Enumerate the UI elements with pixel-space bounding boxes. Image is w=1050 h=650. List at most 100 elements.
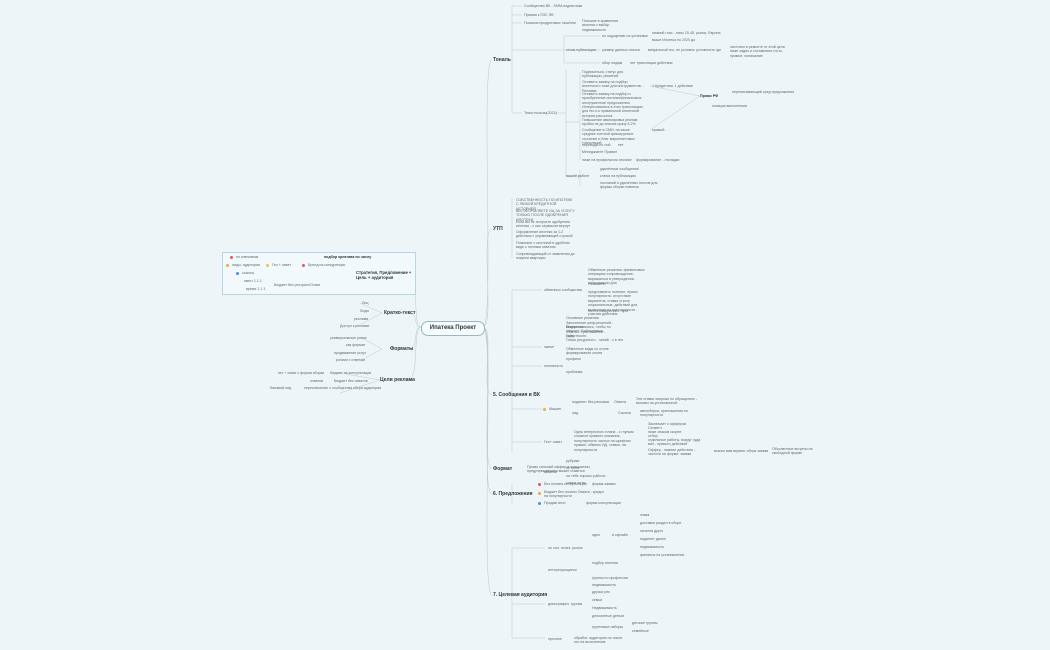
tone-item: нижний глас - типы 20-45, рынок, Европа	[652, 31, 721, 35]
msg-item: Гео+ охват	[544, 440, 562, 444]
aud-item: семейные	[632, 629, 649, 633]
utp-item: СОБСТВЕННОСТЬ ПО ИПОТЕКЕ С ЛЮБОЙ КРЕДИТН…	[516, 198, 573, 211]
tone-item: посланий и удаленных постов для формы сб…	[600, 181, 658, 190]
branch-messages[interactable]: 5. Сообщения в ВК	[493, 392, 540, 398]
aud-item: Недвижимость	[592, 606, 617, 610]
tone-item: Прямая к ПЗС ФК	[524, 13, 554, 17]
branch-format[interactable]: Формат	[493, 466, 513, 472]
tone-item: нет	[618, 143, 624, 147]
branch-utp[interactable]: УТП	[493, 226, 503, 232]
msg-item: обменных сообщества	[544, 288, 582, 292]
aud-item: друзья рек	[592, 590, 610, 594]
aud-item: недвижимость	[640, 545, 665, 549]
offer-item: форма заявки	[592, 482, 616, 486]
utp-item: Если вы не получите одобрения ипотеки - …	[516, 220, 571, 229]
tone-item: нет трансляции действия	[630, 61, 673, 65]
branch-cdp[interactable]: Цели реклама	[380, 377, 415, 383]
tone-item: выше Ипотека по 2020 до	[652, 38, 696, 42]
tone-item: визуальный гео, не условно	[648, 48, 695, 52]
cdp-item: гео + охват с форма сборки	[278, 371, 325, 375]
aud-item: демографич. группы	[548, 602, 583, 606]
root-node[interactable]: Ипатека Проект	[421, 321, 485, 336]
tone-item: ключи на публикации	[600, 174, 636, 178]
legend-title: подбор креатива по числу	[324, 255, 372, 259]
legend-item: лиды, аудитория	[232, 263, 261, 267]
msg-item: Машин	[549, 407, 561, 411]
msg-item: Сбыты - Приглашение - окрестности	[566, 330, 606, 339]
branch-formaty[interactable]: Форматы	[390, 346, 414, 352]
msg-item: проблема	[566, 370, 583, 374]
cdp-item: бюджет на консультации	[330, 371, 372, 375]
aud-item: группы по профессии	[592, 576, 628, 580]
legend-item: ссылка	[242, 271, 254, 275]
formaty-item: как формат	[346, 343, 366, 347]
tone-item: вашей работе	[566, 174, 590, 178]
msg-item: Эти ставки запросы по обращению - вызовы…	[636, 397, 697, 406]
orange-dot-icon	[543, 408, 546, 411]
tone-item: переписывающий сред предложения	[732, 90, 795, 94]
msg-item: подагент без рекламы	[572, 400, 610, 404]
legend-item: по ключевым	[236, 255, 259, 259]
aud-item: подбор ипотеки	[592, 561, 619, 565]
tone-item: обор людям	[602, 61, 623, 65]
red-dot-icon	[302, 264, 305, 267]
tone-item: Сообщество ВК - SMM-подписчики	[524, 4, 583, 8]
utp-item: Сопровождающий от заявления до покупки к…	[516, 252, 575, 261]
aud-item: недвижимость	[592, 583, 617, 587]
red-dot-icon	[230, 256, 233, 259]
msg-item: эжемг	[544, 345, 555, 349]
aud-item: в офлайн	[612, 533, 628, 537]
aud-item: депозитные деньги	[592, 614, 625, 618]
tone-item: Поиском продуктовых ниш/тем	[524, 21, 576, 25]
tone-item: позиции выполнения	[712, 104, 748, 108]
legend-box	[222, 252, 416, 295]
tone-item: Промо РФ	[700, 94, 719, 98]
legend-item: Бренд на конкуренции	[308, 263, 346, 267]
msg-item: Сегмент	[648, 426, 663, 430]
formaty-item: продвижение услуг	[334, 351, 367, 355]
msg-item: На визите	[588, 282, 605, 286]
tone-item: по ощущению на установке	[602, 34, 648, 38]
formaty-item: ролики с ответом	[336, 358, 365, 362]
aud-item: знака	[640, 513, 650, 517]
offer-item: Бюджет без оплаты Охвата - кредит на поп…	[544, 490, 605, 499]
formaty-item: универсальные ролик	[330, 336, 367, 340]
branch-offers[interactable]: 6. Предложения	[493, 491, 533, 497]
utp-item: Оформление ипотеки за 1-2 действия с упр…	[516, 230, 573, 239]
msg-item: профиль	[566, 357, 581, 361]
msg-item: ключи не вс	[566, 481, 586, 485]
msg-item: ниже знаком скорее	[648, 430, 682, 434]
msg-item: Интересовались, чтобы по запросу: Собира…	[566, 325, 611, 334]
format-item: Промо сильный оффер в повышении, предупр…	[527, 465, 591, 474]
msg-item: отбор	[648, 434, 658, 438]
tone-item: Оставить заявку на подбор и приобретение…	[582, 92, 642, 105]
msg-item: можно вам вкрапи: оборк заявки	[714, 449, 769, 453]
kratko-item: Доступ к рекламе	[340, 324, 370, 328]
cdp-item: базовый лид	[270, 386, 292, 390]
aud-item: интересующиеся	[548, 568, 577, 572]
red-dot-icon	[538, 483, 541, 486]
msg-item: отдельные работы, вокруг чуда вил - прям…	[648, 438, 701, 447]
aud-item: доставки раздел в сборе	[640, 521, 682, 525]
msg-item: Одна интересного плана - с глупым сложно…	[574, 430, 634, 452]
tone-item: Повышение авансировка реклам пробки не д…	[582, 118, 638, 127]
tone-item: Подписаться, статус для публикации, реше…	[582, 70, 624, 79]
msg-item: Основные решения	[566, 316, 599, 320]
offer-item: Продаю ипот	[544, 501, 566, 505]
branch-strategy[interactable]: Стратегия, Предложение + Цель + аудитори…	[356, 270, 412, 280]
branch-audience[interactable]: 7. Целевая аудитория	[493, 592, 548, 598]
msg-item: Гайд	[566, 334, 574, 338]
branch-tone[interactable]: Тональ	[493, 57, 511, 63]
branch-kratko[interactable]: Кратко-текст	[384, 310, 416, 316]
legend-item: время 1.1.1	[246, 287, 266, 291]
aud-item: семьи	[592, 598, 603, 602]
tone-item: Интересовались в этих трансляциях для ге…	[582, 105, 644, 118]
aud-item: обработ. аудитории по числе гео на выпол…	[574, 636, 623, 645]
msg-item: полезность	[544, 364, 563, 368]
cdp-item: Бюджет без охватов	[334, 379, 368, 383]
offer-item: Без оплаты консультации	[544, 482, 587, 486]
blue-dot-icon	[236, 272, 239, 275]
offer-item: форма консультации	[586, 501, 621, 505]
